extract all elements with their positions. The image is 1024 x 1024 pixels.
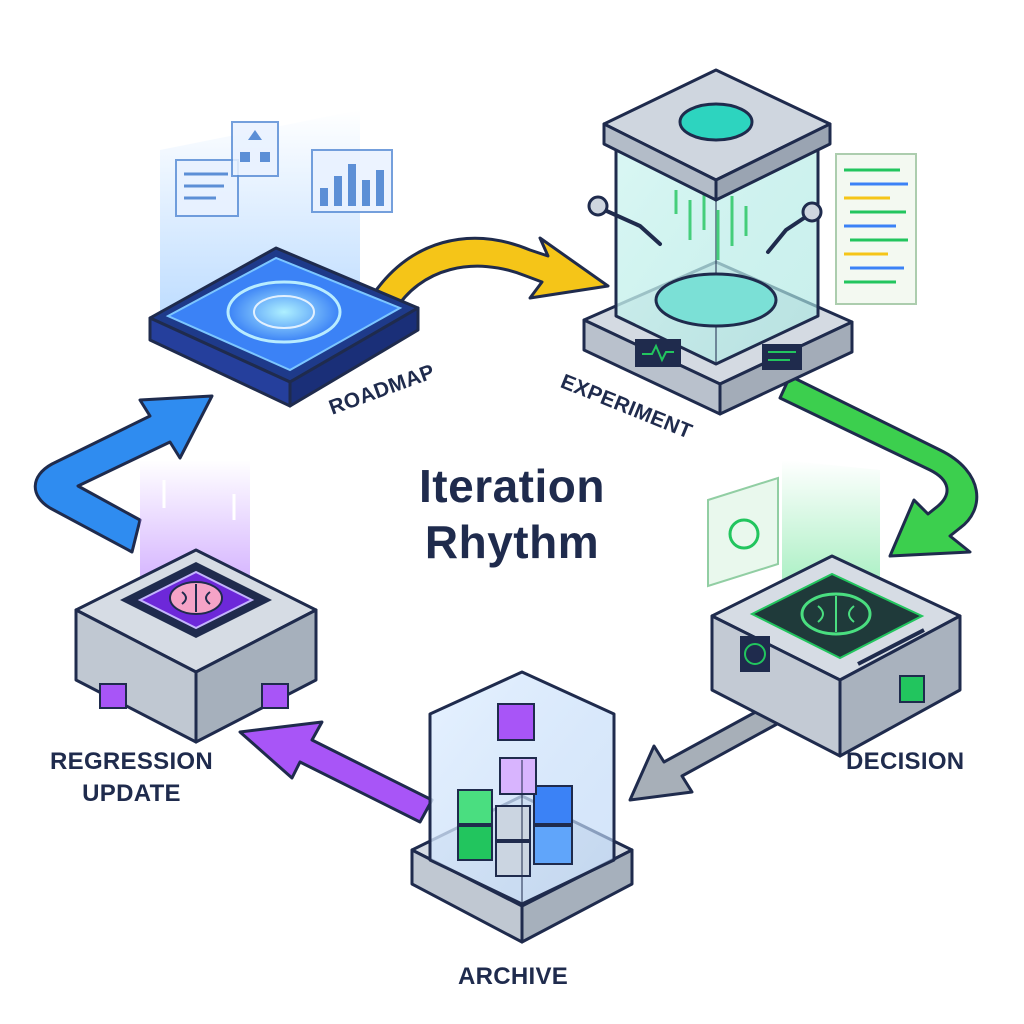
diagram-title: Iteration Rhythm [312,458,712,570]
arrow-roadmap-to-experiment [372,238,608,312]
arrow-archive-to-regression [240,722,432,822]
regression-label-line-2: UPDATE [50,778,213,810]
stage-label-archive: ARCHIVE [458,963,568,991]
code-panel-icon [836,154,916,304]
chart-panel-icon [312,150,392,212]
title-line-2: Rhythm [312,514,712,570]
decision-station [708,460,960,756]
stage-label-decision: DECISION [846,748,964,776]
flowchart-panel-icon [232,122,278,176]
document-panel-icon [176,160,238,216]
brain-icon [170,582,222,614]
stage-label-regression-update: REGRESSION UPDATE [50,746,213,810]
archive-station [412,672,632,942]
title-line-1: Iteration [312,458,712,514]
regression-label-line-1: REGRESSION [50,746,213,778]
regression-station [76,460,316,742]
roadmap-station [150,110,418,406]
experiment-station [584,70,916,414]
brain-report-panel-icon [708,478,778,586]
